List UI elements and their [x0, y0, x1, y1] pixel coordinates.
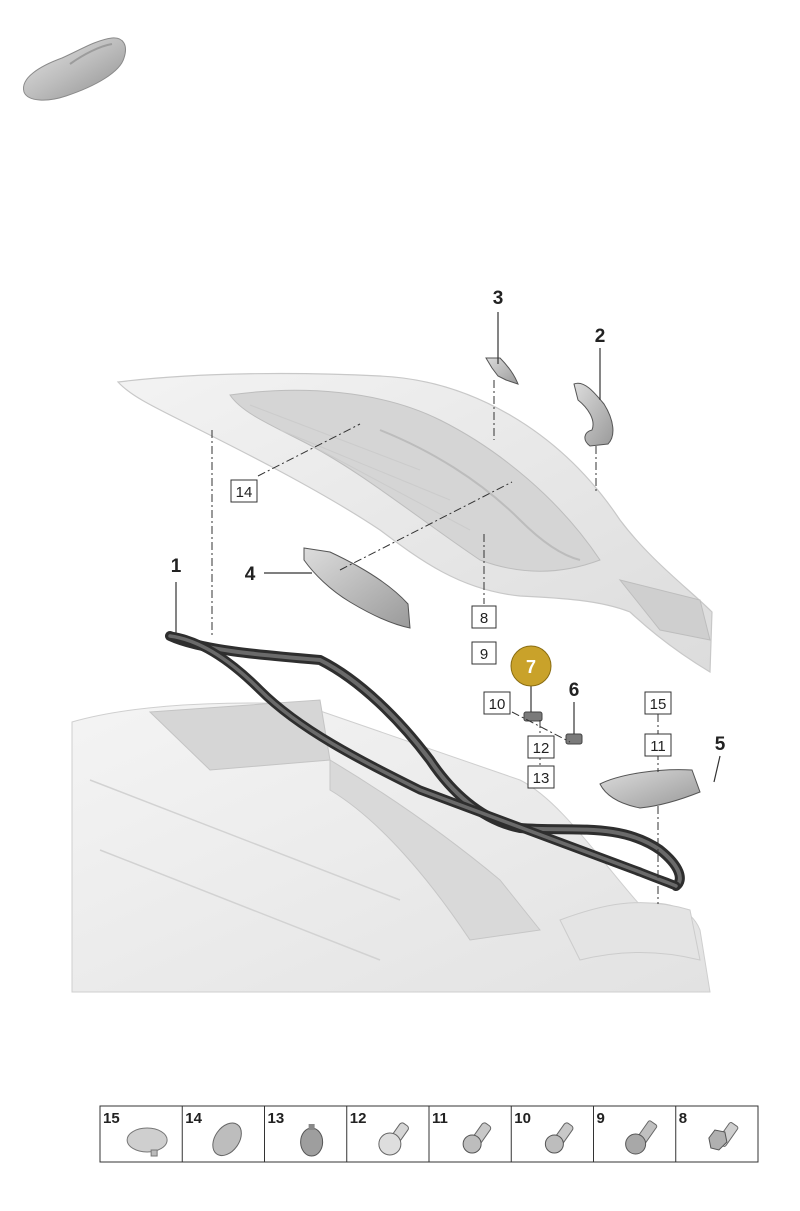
svg-text:11: 11: [650, 738, 666, 755]
boxed-label-12: 12: [527, 735, 555, 759]
highlighted-clip: [523, 711, 543, 722]
legend-number: 9: [597, 1110, 605, 1127]
lock-bracket: [599, 769, 701, 809]
svg-text:9: 9: [480, 646, 488, 663]
callout-7-highlight[interactable]: 7: [510, 645, 552, 687]
callout-7: 7: [526, 657, 536, 677]
boxed-label-13: 13: [527, 765, 555, 789]
callout-4: 4: [245, 564, 256, 585]
legend-number: 10: [514, 1110, 531, 1127]
boxed-label-9: 9: [471, 641, 497, 665]
boxed-label-10: 10: [483, 691, 511, 715]
clip-part: [565, 733, 583, 745]
legend-cell-15: 15: [103, 1110, 168, 1157]
hinge-bracket-left: [485, 357, 519, 385]
boxed-label-11: 11: [644, 733, 672, 757]
callout-3: 3: [493, 288, 504, 309]
legend-cell-14: 14: [181, 1106, 242, 1162]
screw-icon: [462, 1122, 492, 1154]
legend-cell-13: 13: [264, 1106, 324, 1162]
legend-number: 13: [268, 1110, 285, 1127]
vehicle-body: [71, 699, 711, 993]
plug-small-icon: [300, 1124, 324, 1157]
svg-text:8: 8: [480, 610, 488, 627]
legend-cell-12: 12: [346, 1106, 409, 1162]
legend-cell-8: 8: [675, 1106, 739, 1162]
legend-number: 15: [103, 1110, 120, 1127]
screw-icon: [544, 1122, 574, 1154]
callout-1: 1: [171, 556, 182, 577]
nut-screw-icon: [708, 1122, 739, 1151]
plug-icon: [212, 1122, 242, 1157]
cap-icon: [126, 1127, 168, 1157]
boxed-label-14: 14: [230, 479, 258, 503]
legend-cell-10: 10: [510, 1106, 574, 1162]
svg-text:13: 13: [533, 770, 550, 787]
legend-number: 14: [185, 1110, 202, 1127]
boxed-label-15: 15: [644, 691, 672, 715]
svg-text:14: 14: [236, 484, 253, 501]
fastener-legend: 15 14 13 12 11 10 9 8: [99, 1105, 759, 1163]
handle-bracket: [303, 547, 411, 629]
callout-5: 5: [715, 734, 726, 755]
legend-cell-11: 11: [428, 1106, 492, 1162]
legend-cell-9: 9: [593, 1106, 658, 1162]
svg-text:12: 12: [533, 740, 550, 757]
legend-number: 12: [350, 1110, 367, 1127]
callout-6: 6: [569, 680, 580, 701]
trunk-seal: [165, 631, 685, 891]
hinge-bracket-right: [573, 382, 614, 447]
boxed-label-8: 8: [471, 605, 497, 629]
legend-number: 11: [432, 1110, 448, 1127]
screw-collar-icon: [378, 1122, 409, 1156]
trunk-lid: [116, 372, 713, 674]
svg-text:15: 15: [650, 696, 667, 713]
svg-text:10: 10: [489, 696, 506, 713]
legend-number: 8: [679, 1110, 687, 1127]
nut-stud-icon: [625, 1120, 658, 1155]
callout-2: 2: [595, 326, 606, 347]
leader-lines: [175, 312, 721, 783]
car-thumbnail-icon: [23, 37, 126, 101]
